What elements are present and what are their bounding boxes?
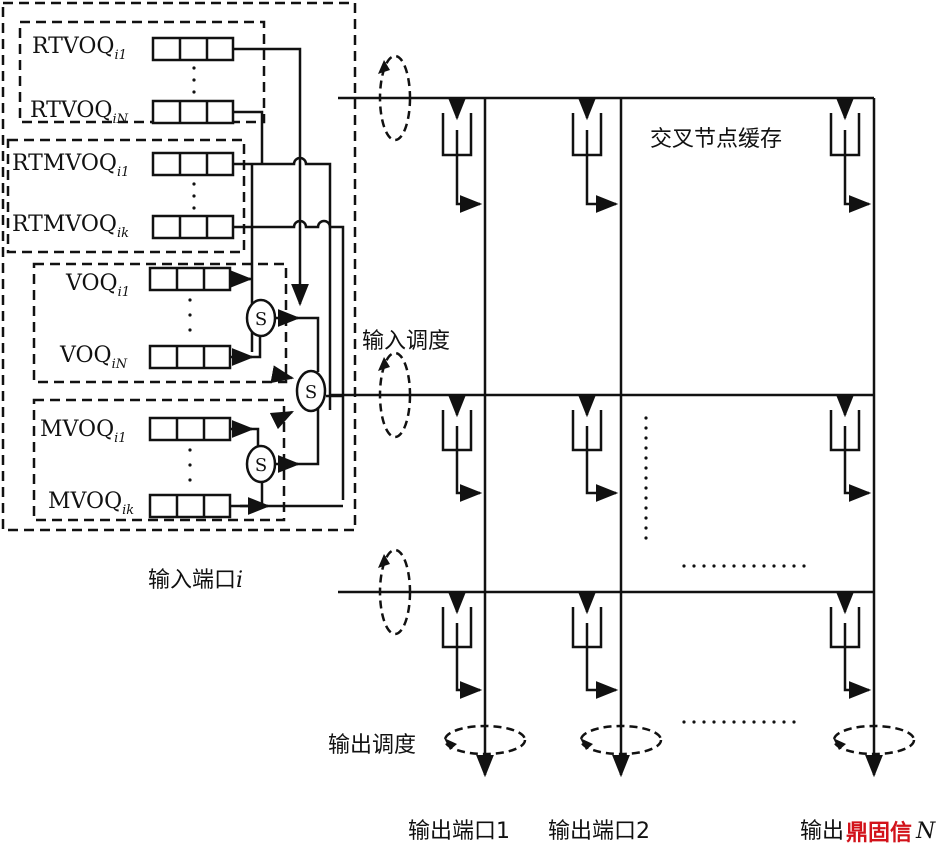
buffer-rtvoq-n <box>151 99 235 125</box>
output-schedule-ellipses <box>443 724 916 756</box>
input-port-outline <box>1 1 357 532</box>
xp-r3-cn <box>829 591 872 699</box>
horizontal-dots-2 <box>682 720 796 724</box>
internal-arrows <box>229 270 309 515</box>
input-port-block <box>1 1 357 532</box>
voq-1-label: VOQi1 <box>65 271 130 300</box>
wire-s1-out <box>276 316 320 372</box>
xp-r1-c1 <box>441 97 483 213</box>
output-schedule-ellipse-n <box>832 724 916 756</box>
scheduler-s1: S <box>245 298 277 338</box>
scheduler-s2-label: S <box>305 382 317 403</box>
crossbar-ellipsis <box>644 416 806 724</box>
input-schedule-ellipse-1 <box>378 54 412 142</box>
buffer-voq-1 <box>148 266 232 292</box>
horizontal-dots-1 <box>682 564 806 568</box>
input-schedule-ellipses <box>378 54 412 636</box>
output-schedule-label: 输出调度 <box>328 733 416 758</box>
xp-r1-cn <box>829 97 872 213</box>
mvoq-1-label: MVOQi1 <box>40 417 127 446</box>
input-port-label: 输入端口i <box>148 568 243 593</box>
crosspoint-buffer-label: 交叉节点缓存 <box>650 127 782 152</box>
voq-n-label: VOQiN <box>59 343 128 372</box>
scheduler-s3: S <box>245 444 277 484</box>
queue-buffers <box>148 36 235 519</box>
output-port-1-label: 输出端口1 <box>408 819 510 844</box>
input-schedule-arrowheads <box>378 60 390 568</box>
rtvoq-group <box>18 20 266 124</box>
wire-rtvoq-1 <box>233 47 302 298</box>
output-schedule-ellipse-2 <box>579 724 663 756</box>
vertical-dots <box>644 416 648 540</box>
xp-r1-c2 <box>571 97 619 213</box>
xp-r2-c2 <box>571 394 619 502</box>
wire-s3-out <box>276 404 320 466</box>
wire-mvoq-1 <box>230 427 260 446</box>
input-schedule-ellipse-2 <box>378 351 412 439</box>
scheduler-s2: S <box>295 369 327 413</box>
rtmvoq-1-label: RTMVOQi1 <box>12 151 129 180</box>
crossbar-lines <box>330 96 883 778</box>
rtvoq-n-label: RTVOQiN <box>30 98 129 127</box>
mvoq-k-label: MVOQik <box>48 489 134 518</box>
output-schedule-ellipse-1 <box>443 724 527 756</box>
buffer-mvoq-k <box>148 493 232 519</box>
rtmvoq-group <box>6 138 246 254</box>
input-schedule-ellipse-3 <box>378 548 412 636</box>
crosspoint-buffers <box>441 97 872 699</box>
buffer-rtmvoq-k <box>151 214 235 240</box>
rtmvoq-k-label: RTMVOQik <box>12 212 129 241</box>
wire-rtvoq-n-a <box>233 110 264 145</box>
queue-ellipsis-dots <box>188 66 196 482</box>
wire-rtmvoq-1 <box>233 156 332 410</box>
scheduler-s3-label: S <box>255 455 267 476</box>
output-port-2-label: 输出端口2 <box>548 819 650 844</box>
buffer-mvoq-1 <box>148 416 232 442</box>
wire-voq-n <box>230 336 262 359</box>
scheduler-s1-label: S <box>255 309 267 330</box>
xp-r3-c1 <box>441 591 483 699</box>
output-schedule-arrowheads <box>444 738 846 750</box>
buffer-rtvoq-1 <box>151 36 235 62</box>
buffer-rtmvoq-1 <box>151 151 235 177</box>
buffer-voq-n <box>148 344 232 370</box>
watermark-logo: 鼎固信 <box>846 820 912 846</box>
rtvoq-1-label: RTVOQi1 <box>32 34 127 63</box>
wire-rtmvoq-k <box>233 219 345 500</box>
xp-r2-c1 <box>441 394 483 502</box>
xp-r2-cn <box>829 394 872 502</box>
input-schedule-label: 输入调度 <box>362 329 450 354</box>
xp-r3-c2 <box>571 591 619 699</box>
